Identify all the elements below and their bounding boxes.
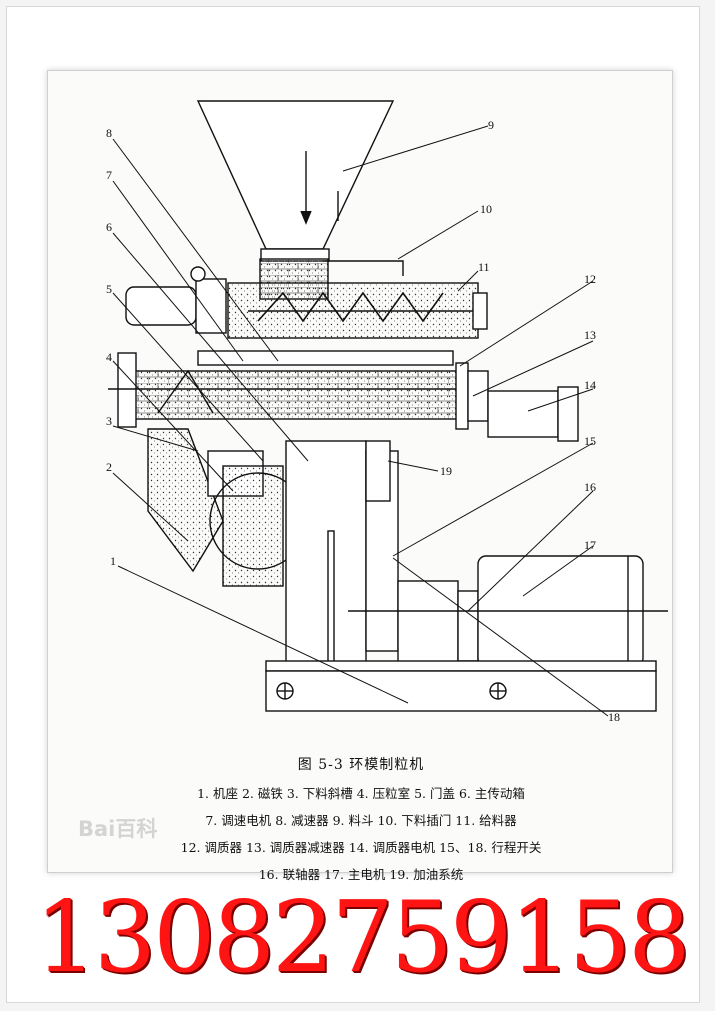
- pellet-mill-drawing: 8 7 6 5 4 3 2 1 9 10 11 12 13 14 15 16 1…: [106, 100, 668, 724]
- callout-11: 11: [478, 260, 490, 274]
- baidu-watermark: Bai百科: [78, 817, 158, 841]
- callout-14: 14: [584, 378, 596, 392]
- legend-line-3: 12. 调质器 13. 调质器减速器 14. 调质器电机 15、18. 行程开关: [180, 840, 542, 855]
- callout-17: 17: [584, 538, 596, 552]
- callout-6: 6: [106, 220, 112, 234]
- callout-9: 9: [488, 118, 494, 132]
- outer-frame: 8 7 6 5 4 3 2 1 9 10 11 12 13 14 15 16 1…: [6, 6, 700, 1003]
- callout-4: 4: [106, 350, 112, 364]
- phone-number: 13082759158: [34, 881, 691, 995]
- callout-19: 19: [440, 464, 452, 478]
- legend-line-4: 16. 联轴器 17. 主电机 19. 加油系统: [258, 867, 464, 882]
- callout-15: 15: [584, 434, 596, 448]
- legend-line-2: 7. 调速电机 8. 减速器 9. 料斗 10. 下料插门 11. 给料器: [205, 813, 517, 828]
- callout-3: 3: [106, 414, 112, 428]
- callout-2: 2: [106, 460, 112, 474]
- callout-7: 7: [106, 168, 112, 182]
- callout-10: 10: [480, 202, 492, 216]
- callout-8: 8: [106, 126, 112, 140]
- callout-1: 1: [110, 554, 116, 568]
- callout-16: 16: [584, 480, 596, 494]
- diagram-photo: 8 7 6 5 4 3 2 1 9 10 11 12 13 14 15 16 1…: [47, 70, 673, 882]
- callout-5: 5: [106, 282, 112, 296]
- callout-13: 13: [584, 328, 596, 342]
- figure-caption: 图 5-3 环模制粒机: [297, 757, 425, 773]
- callout-12: 12: [584, 272, 596, 286]
- legend-line-1: 1. 机座 2. 磁铁 3. 下料斜槽 4. 压粒室 5. 门盖 6. 主传动箱: [197, 786, 525, 801]
- callout-18: 18: [608, 710, 620, 724]
